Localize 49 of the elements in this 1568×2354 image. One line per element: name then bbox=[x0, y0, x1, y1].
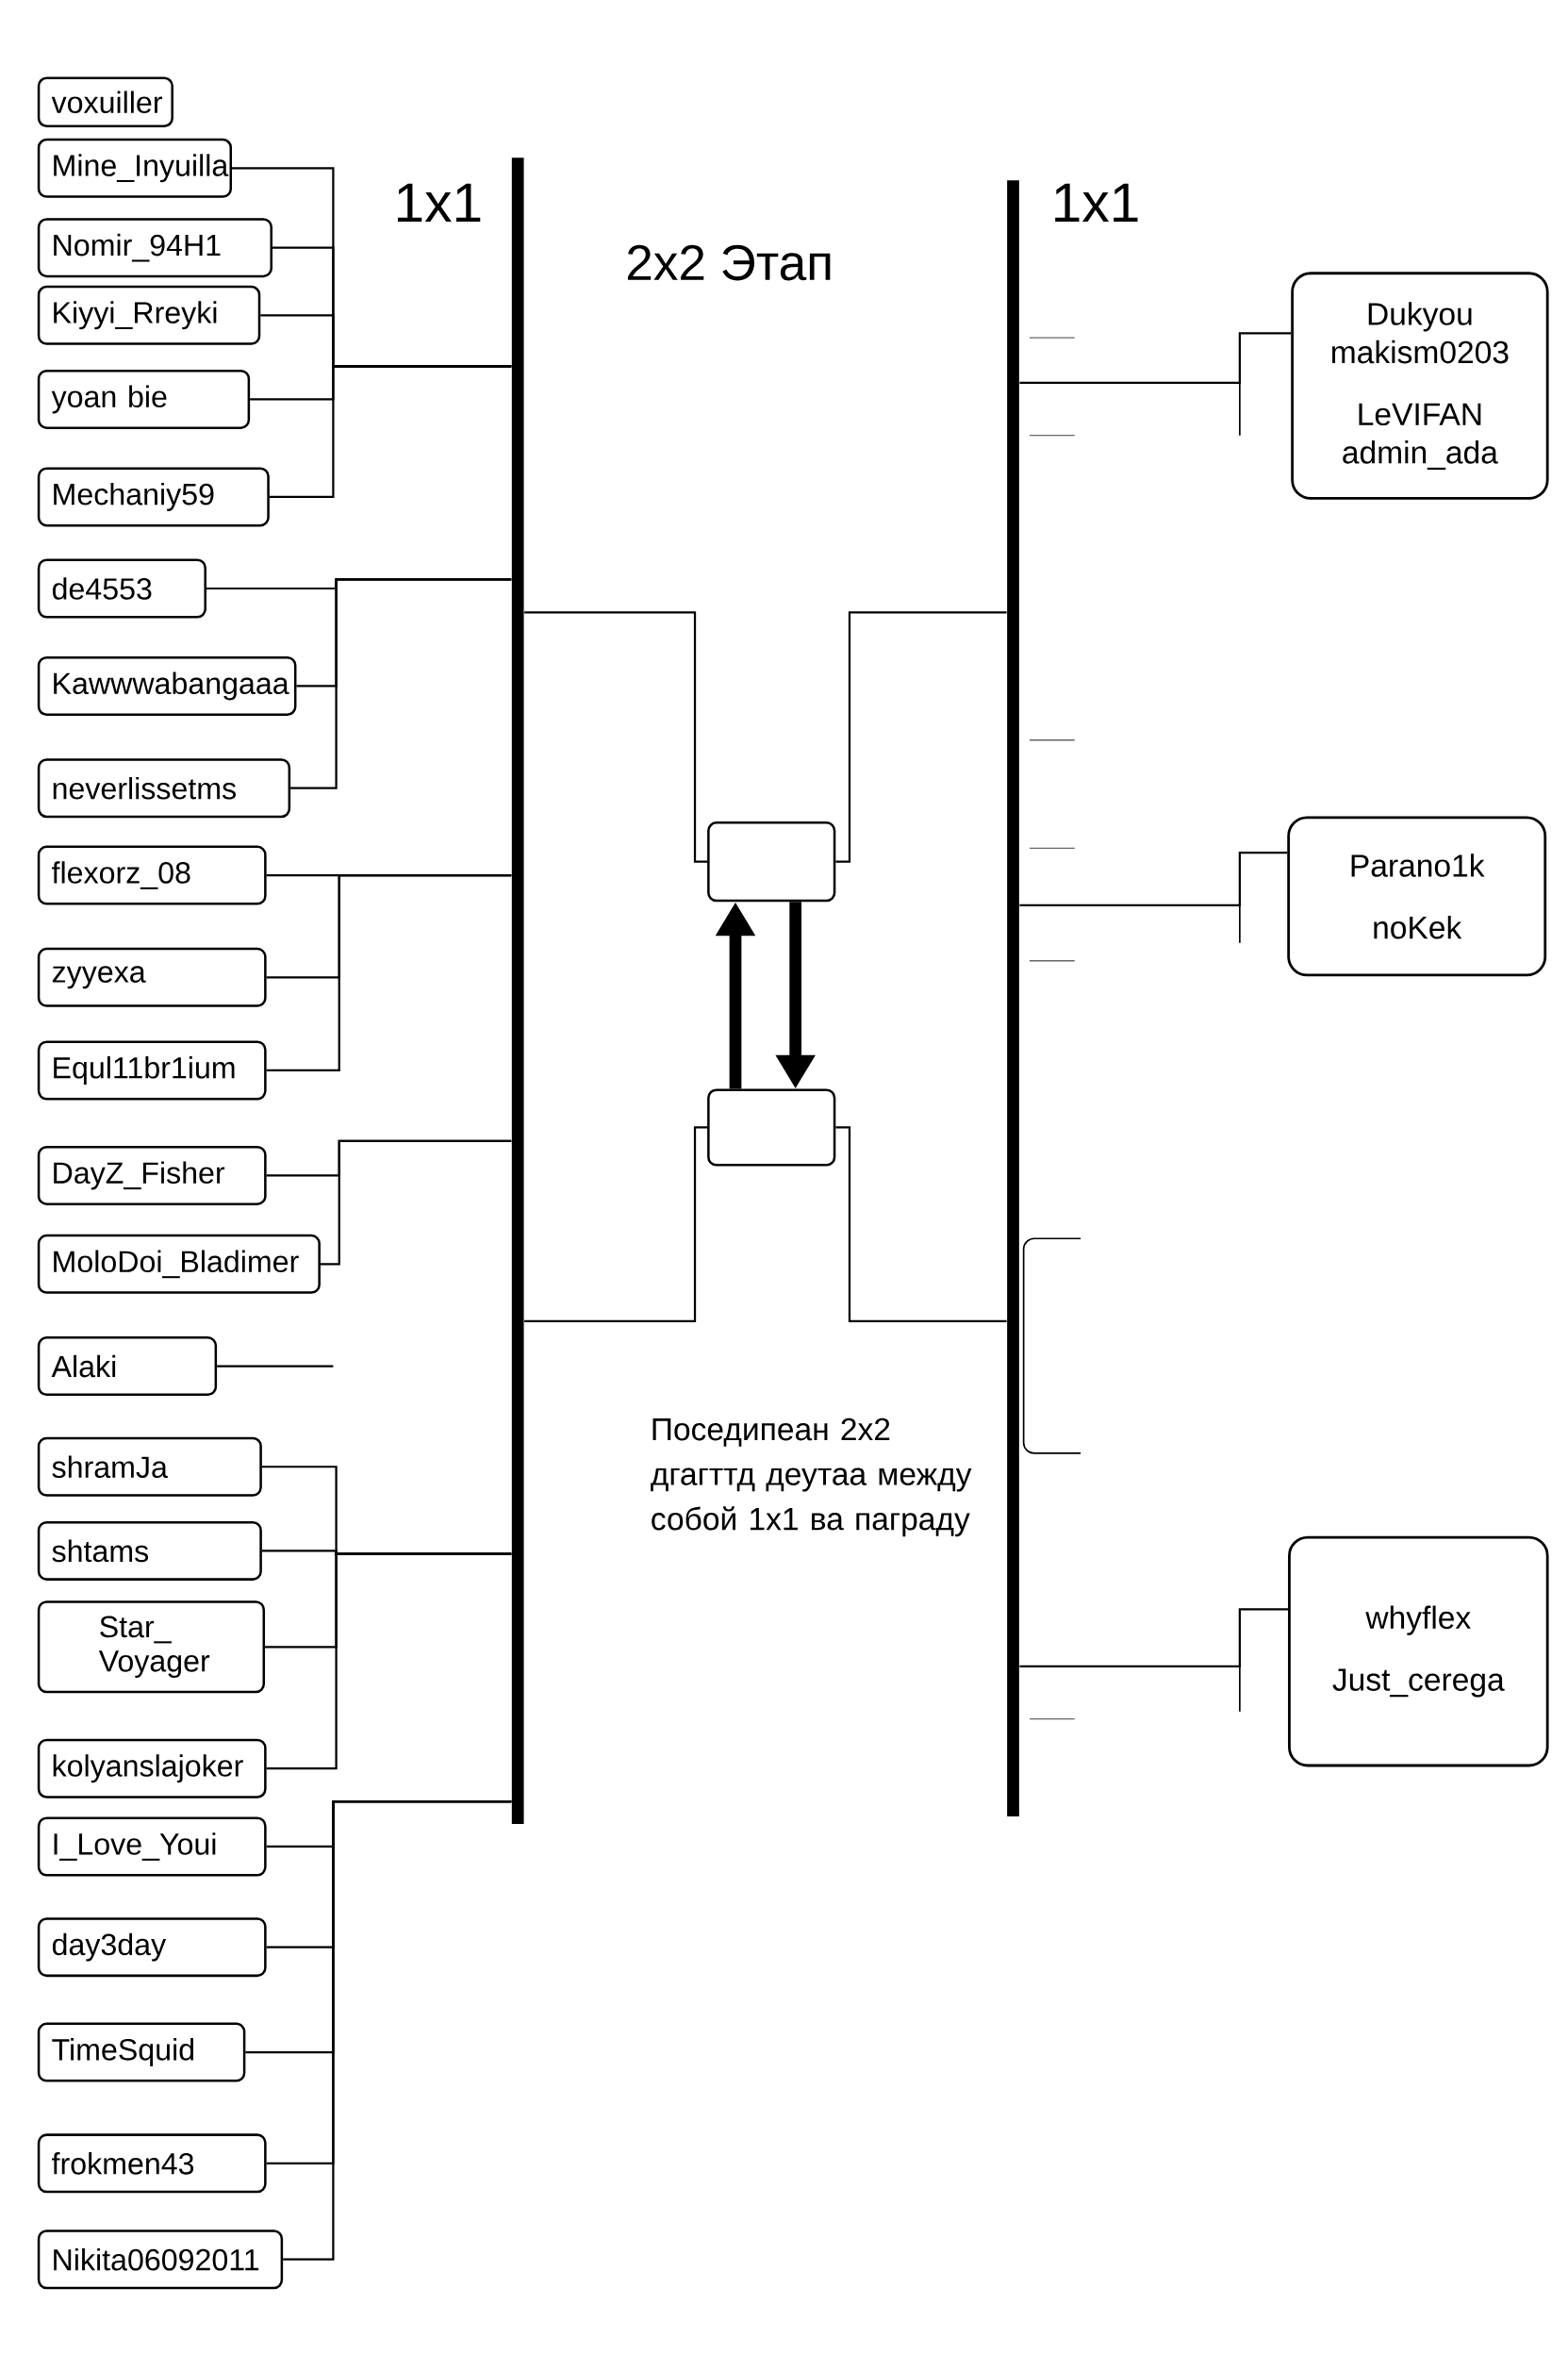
connector-line bbox=[266, 1552, 512, 1770]
team-box: Dukyou makism0203 LeVIFAN admin_ada bbox=[1291, 272, 1549, 500]
vertical-bar bbox=[1006, 180, 1019, 1816]
name-box: Nikita06092011 bbox=[37, 2230, 283, 2290]
name-box: I_Love_Youi bbox=[37, 1816, 267, 1877]
connector-line bbox=[282, 1800, 512, 2261]
name-box: Kawwwabangaaa bbox=[37, 656, 297, 716]
name-box: Mine_Inyuilla bbox=[37, 138, 232, 198]
connector-line bbox=[1019, 332, 1291, 385]
name-box: day3day bbox=[37, 1917, 267, 1978]
name-box: shramJa bbox=[37, 1436, 262, 1497]
name-box: Nomir_94H1 bbox=[37, 218, 272, 278]
name-box: MoloDoi_Bladimer bbox=[37, 1234, 321, 1294]
connector-line bbox=[523, 611, 707, 863]
name-box: kolyanslajoker bbox=[37, 1738, 267, 1799]
stage-label: 1x1 bbox=[397, 183, 481, 223]
name-box: Mechaniy59 bbox=[37, 467, 270, 527]
name-box: Star_ Voyager bbox=[37, 1600, 265, 1694]
name-box: zyyexa bbox=[37, 947, 267, 1007]
note-text: Поседипеан 2x2 дгагттд деутаа между собой 1x1 ва паграду bbox=[650, 1417, 972, 1537]
connector-line bbox=[216, 1365, 334, 1368]
name-box: frokmen43 bbox=[37, 2133, 267, 2194]
connector-line bbox=[289, 578, 512, 789]
empty-box bbox=[706, 1088, 836, 1167]
connector-line bbox=[523, 1126, 707, 1322]
stage-label: 1x1 bbox=[1054, 183, 1138, 223]
connector-line bbox=[320, 1139, 512, 1266]
connector-line bbox=[835, 1126, 1007, 1322]
connector-line bbox=[266, 873, 512, 1072]
team-box: Parano1k noKek bbox=[1287, 816, 1546, 977]
name-box: voxuiller bbox=[37, 76, 173, 127]
name-box: TimeSquid bbox=[37, 2022, 246, 2082]
team-box: whyflex Just_cerega bbox=[1287, 1535, 1549, 1767]
connector-line bbox=[835, 611, 1007, 863]
connector-line bbox=[1019, 852, 1287, 906]
name-box: de4553 bbox=[37, 558, 206, 619]
name-box: yoan bie bbox=[37, 369, 250, 429]
connector-line bbox=[269, 365, 512, 498]
vertical-bar bbox=[511, 157, 524, 1824]
title: 2x2 Этап bbox=[627, 244, 831, 281]
name-box: DayZ_Fisher bbox=[37, 1145, 267, 1205]
name-box: Alaki bbox=[37, 1336, 217, 1397]
name-box: neverlissetms bbox=[37, 758, 290, 819]
name-box: Kiyyi_Rreyki bbox=[37, 285, 261, 345]
name-box: shtams bbox=[37, 1520, 262, 1581]
connector-line bbox=[1019, 1608, 1288, 1668]
empty-box bbox=[706, 821, 836, 903]
name-box: Equl11br1ium bbox=[37, 1040, 267, 1101]
name-box: flexorz_08 bbox=[37, 845, 267, 905]
